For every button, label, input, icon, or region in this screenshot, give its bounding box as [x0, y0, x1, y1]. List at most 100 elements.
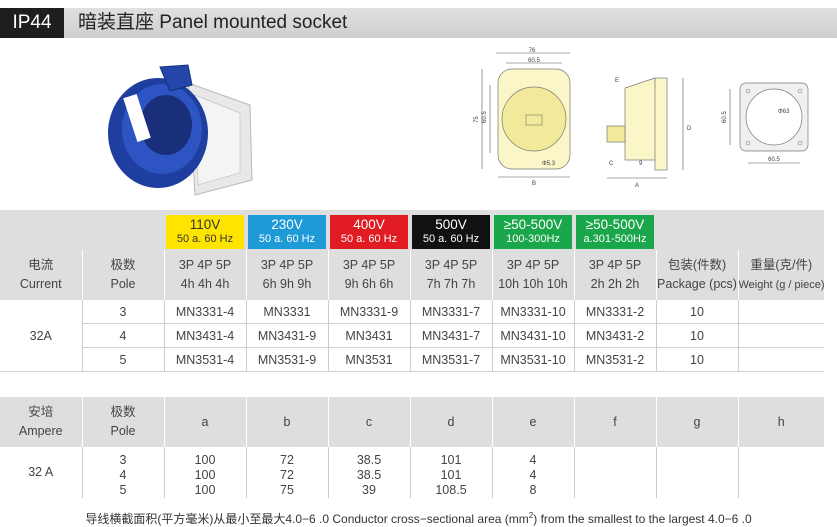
voltage-header-empty — [0, 210, 82, 250]
voltage-main: 230V — [271, 216, 303, 232]
product-code: MN3531-10 — [491, 347, 574, 372]
section-title: 暗装直座 Panel mounted socket — [78, 12, 348, 33]
dim-value: 100 — [163, 483, 246, 498]
voltage-freq: 50 a. 60 Hz — [340, 232, 398, 245]
voltage-main: 110V — [189, 216, 221, 232]
dim-height: 75 — [474, 116, 480, 123]
dim-col-d: d — [409, 397, 492, 447]
current-value: 32A — [0, 300, 82, 372]
dim-value — [737, 468, 824, 483]
voltage-header-empty — [82, 210, 164, 250]
product-code: MN3431 — [327, 323, 410, 348]
voltage-freq: 50 a. 60 Hz — [176, 232, 234, 245]
dim-value: 72 — [245, 447, 328, 468]
dim-e: E — [615, 78, 619, 84]
dim-col-f: f — [573, 397, 656, 447]
dim-value: 4 — [491, 468, 574, 483]
dim-g: 9 — [639, 161, 643, 167]
dim-col-c: c — [327, 397, 410, 447]
product-code: MN3331-7 — [409, 300, 492, 324]
dim-width: 76 — [529, 48, 536, 54]
product-code: MN3531-4 — [163, 347, 246, 372]
ampere-value: 32 A — [28, 465, 54, 479]
dim-value — [655, 468, 738, 483]
product-code: MN3431-4 — [163, 323, 246, 348]
dim-col-a: a — [163, 397, 246, 447]
pole-value: 3 — [81, 300, 164, 324]
dim-value: 75 — [245, 483, 328, 498]
voltage-main: 400V — [353, 216, 385, 232]
dim-value: 8 — [491, 483, 574, 498]
note-text-end: ) from the smallest to the largest 4.0−6… — [533, 512, 752, 526]
dim-value — [737, 447, 824, 468]
product-code: MN3431-2 — [573, 323, 656, 348]
product-code: MN3431-9 — [245, 323, 328, 348]
product-code: MN3331-4 — [163, 300, 246, 324]
conductor-note: 导线横截面积(平方毫米)从最小至最大4.0−6 .0 Conductor cro… — [0, 510, 837, 527]
dim-inner-width: 60.5 — [528, 58, 540, 64]
product-code: MN3531-7 — [409, 347, 492, 372]
dim-value — [573, 468, 656, 483]
voltage-freq: 50 a. 60 Hz — [258, 232, 316, 245]
dim-value — [655, 447, 738, 468]
table-row: 5 100 75 39 108.5 8 — [0, 483, 824, 498]
dim-value: 38.5 — [327, 447, 410, 468]
product-code: MN3331 — [245, 300, 328, 324]
product-code: MN3431-7 — [409, 323, 492, 348]
voltage-freq: 100-300Hz — [506, 232, 560, 245]
product-code: MN3331-9 — [327, 300, 410, 324]
weight-value — [737, 300, 824, 324]
voltage-main: 500V — [435, 216, 467, 232]
table-row: 32A 3 MN3331-4 MN3331 MN3331-9 MN3331-7 … — [0, 300, 824, 372]
weight-value — [737, 323, 824, 348]
table-row: 5 MN3531-4 MN3531-9 MN3531 MN3531-7 MN35… — [0, 347, 824, 372]
weight-header: 重量(克/件)Weight (g / piece) — [737, 250, 824, 300]
voltage-freq: 50 a. 60 Hz — [422, 232, 480, 245]
table-row: 32 A 3 100 72 38.5 101 4 — [0, 447, 824, 479]
dim-value: 100 — [163, 447, 246, 468]
package-value: 10 — [655, 300, 738, 324]
dim-a: A — [635, 183, 639, 189]
product-code: MN3331-10 — [491, 300, 574, 324]
package-header: 包装(件数)Package (pcs) — [655, 250, 738, 300]
dim-value: 72 — [245, 468, 328, 483]
voltage-main: ≥50-500V — [503, 216, 563, 232]
voltage-header-empty — [656, 210, 738, 250]
product-code: MN3431-10 — [491, 323, 574, 348]
pole-value: 4 — [81, 323, 164, 348]
section-header: IP44 暗装直座 Panel mounted socket — [0, 8, 837, 38]
pole-value: 5 — [81, 347, 164, 372]
product-code: MN3331-2 — [573, 300, 656, 324]
dim-col-e: e — [491, 397, 574, 447]
dim-value — [655, 483, 738, 498]
dim-value — [573, 483, 656, 498]
dim-cutout-height: 60.5 — [722, 111, 728, 123]
pole-value: 5 — [81, 483, 164, 498]
voltage-main: ≥50-500V — [585, 216, 645, 232]
package-value: 10 — [655, 323, 738, 348]
